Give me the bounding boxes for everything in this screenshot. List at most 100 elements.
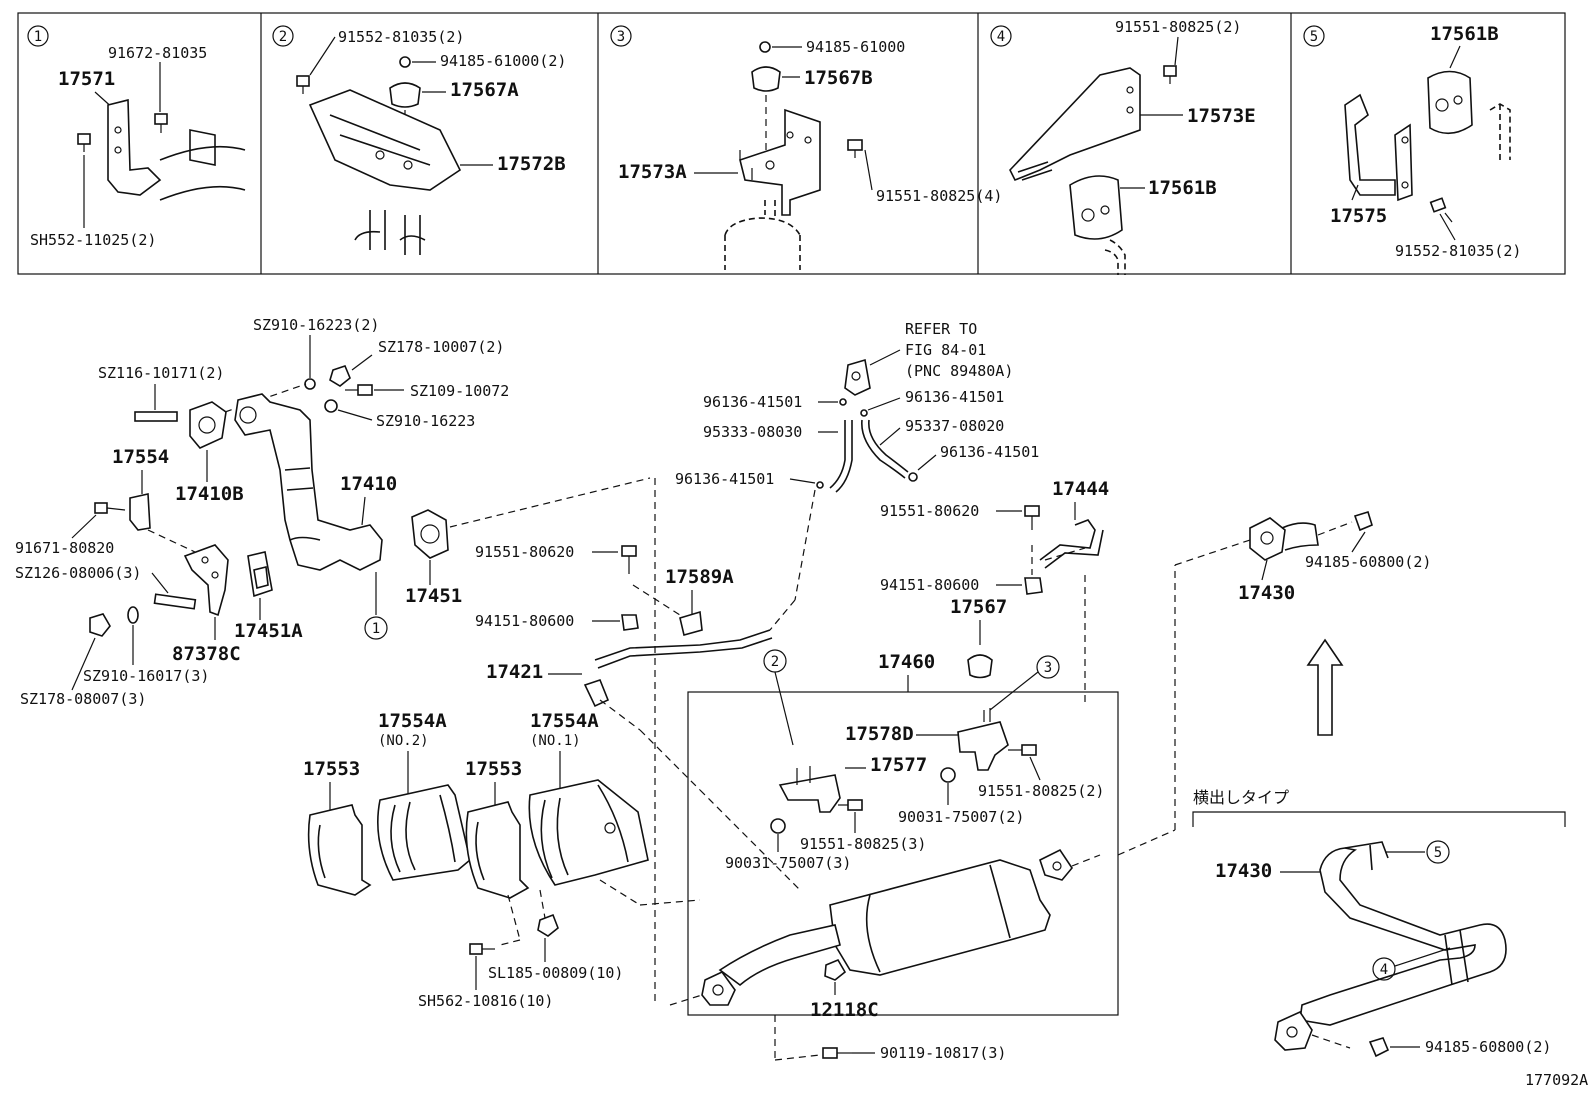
inset-3: 3 94185-61000 17567B 17573A 91551-80825(…: [610, 25, 1002, 270]
stud-bolt-icon: [153, 593, 197, 610]
inset-panels: [17, 12, 1566, 275]
part-label: SZ116-10171(2): [98, 364, 224, 382]
part-label: 17572B: [497, 153, 566, 175]
part-label: 17561B: [1430, 23, 1499, 45]
part-label: 17573A: [618, 161, 687, 183]
inset-number: 2: [279, 29, 287, 45]
part-label: 17577: [870, 754, 927, 776]
part-label: 17553: [303, 758, 360, 780]
hose-95333: [829, 420, 853, 493]
sensor-fitting: [583, 679, 610, 708]
shell-17554a-no1: [528, 779, 649, 886]
clamp-17589a: [679, 610, 703, 636]
muffler-assembly-group: 17460 2 3 17578D 91551-80825(2) 90031-75…: [654, 478, 1176, 1062]
hose-95337: [861, 419, 909, 479]
washer-icon: [127, 606, 139, 624]
nut-icon: [940, 767, 956, 783]
part-label: 91551-80825(4): [876, 187, 1002, 205]
reference-text: REFER TO: [905, 320, 977, 338]
part-label: 17554A: [378, 710, 447, 732]
inset-number: 1: [34, 29, 42, 45]
clip-icon: [860, 409, 868, 417]
sensor-hose-group: REFER TO FIG 84-01 (PNC 89480A) 96136-41…: [475, 320, 1109, 891]
bolt-icon: [77, 133, 91, 152]
part-label: 95333-08030: [703, 423, 802, 441]
clip-icon: [839, 398, 847, 406]
bolt-icon: [1008, 744, 1037, 756]
part-label: 91551-80825(2): [1115, 18, 1241, 36]
callout-5: 5: [1434, 845, 1442, 861]
part-label: 17589A: [665, 566, 734, 588]
part-label: 17578D: [845, 723, 914, 745]
part-label: 17554A: [530, 710, 599, 732]
outlet-flange: [1039, 848, 1073, 881]
bracket-17577: [778, 774, 841, 813]
tail-pipe-flange: [1249, 517, 1286, 561]
nut-icon: [329, 365, 351, 387]
part-label: 94151-80600: [880, 576, 979, 594]
bracket-17572b: [308, 89, 462, 191]
bolt-icon: [345, 384, 373, 396]
bolt-icon: [296, 75, 310, 94]
part-label: (NO.2): [378, 733, 429, 749]
bracket-17571: [107, 98, 162, 196]
bolt-icon: [94, 502, 126, 514]
front-pipe-group: SZ910-16223(2) SZ178-10007(2) SZ116-1017…: [15, 316, 651, 708]
part-label: 91551-80620: [880, 502, 979, 520]
part-label: 91552-81035(2): [338, 28, 464, 46]
part-label: 96136-41501: [940, 443, 1039, 461]
part-label: SL185-00809(10): [488, 964, 623, 982]
part-label: 91672-81035: [108, 44, 207, 62]
bolt-icon: [1429, 197, 1453, 223]
reference-text: (PNC 89480A): [905, 362, 1013, 380]
nut-icon: [824, 958, 847, 981]
muffler-frame: [687, 691, 1119, 1016]
part-label: 17567: [950, 596, 1007, 618]
muffler-body: [829, 859, 1051, 976]
bracket-17578d: [957, 721, 1009, 771]
variant-label: 横出しタイプ: [1193, 788, 1289, 807]
part-label: 17561B: [1148, 177, 1217, 199]
nut-icon: [89, 613, 111, 637]
bolt-icon: [1163, 65, 1177, 84]
bolt-icon: [1024, 505, 1040, 530]
hanger-17561b: [1069, 175, 1123, 240]
washer-icon: [304, 378, 316, 390]
bracket-17573e: [1009, 67, 1141, 182]
part-label: 90031-75007(3): [725, 854, 851, 872]
callout-3: 3: [1044, 660, 1052, 676]
part-label: 91671-80820: [15, 539, 114, 557]
part-label: 17451A: [234, 620, 303, 642]
part-label: 94185-61000: [806, 38, 905, 56]
nut-icon: [399, 56, 411, 68]
nut-icon: [537, 913, 559, 937]
part-label: 17410: [340, 473, 397, 495]
part-label: 12118C: [810, 999, 879, 1021]
part-label: SZ910-16223(2): [253, 316, 379, 334]
gasket-17451: [411, 509, 449, 559]
tail-pipe-flange-b: [1274, 1010, 1313, 1051]
part-label: 17573E: [1187, 105, 1256, 127]
part-label: SZ910-16223: [376, 412, 475, 430]
part-label: SZ109-10072: [410, 382, 509, 400]
nut-icon: [770, 818, 786, 834]
part-label: 17554: [112, 446, 169, 468]
inset-number: 3: [617, 29, 625, 45]
nut-icon: [1353, 511, 1373, 532]
part-label: 94185-60800(2): [1305, 553, 1431, 571]
part-label: 17567B: [804, 67, 873, 89]
part-label: SH552-11025(2): [30, 231, 156, 249]
part-label: SH562-10816(10): [418, 992, 553, 1010]
nut-icon: [1024, 577, 1043, 595]
inset-2: 2 91552-81035(2) 94185-61000(2) 17567A 1…: [272, 25, 566, 255]
part-label: 17567A: [450, 79, 519, 101]
cushion-17567: [967, 654, 993, 679]
nut-icon: [759, 41, 771, 53]
catalyst-group: 17554A (NO.2) 17554A (NO.1) 17553 17553 …: [303, 710, 701, 1010]
inlet-pipe: [718, 924, 841, 987]
part-label: 95337-08020: [905, 417, 1004, 435]
inset-number: 5: [1310, 29, 1318, 45]
nut-icon: [621, 614, 639, 631]
bracket-17575: [1344, 93, 1396, 196]
